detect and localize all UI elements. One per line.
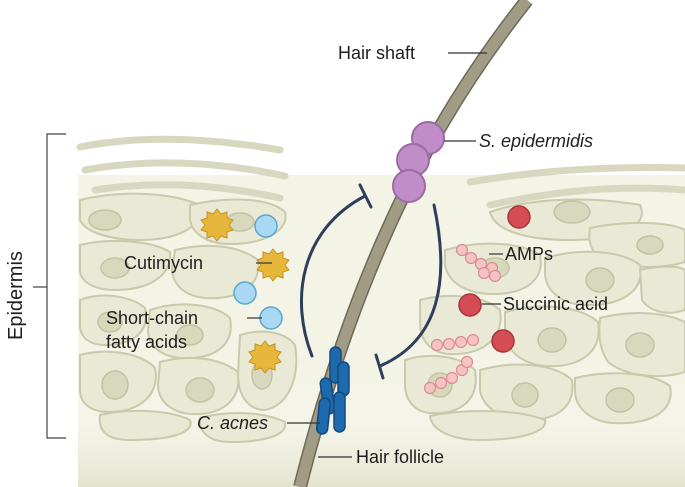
c-acnes-rod (333, 391, 346, 433)
c-acnes-rod (337, 361, 350, 397)
c-acnes-label: C. acnes (197, 413, 268, 433)
s-epidermidis-label: S. epidermidis (479, 131, 593, 151)
s-epidermidis-coccus (392, 169, 426, 203)
epidermis-label: Epidermis (5, 251, 27, 340)
leader-lines (247, 52, 503, 458)
inhibition-bar-bottom (374, 353, 385, 380)
hair-shaft-label: Hair shaft (338, 43, 415, 63)
cutimycin-icon (256, 248, 290, 282)
succinic-acid-icon (458, 293, 482, 317)
succinic-acid-icon (491, 329, 515, 353)
succinic-acid-label: Succinic acid (503, 294, 608, 314)
s-epidermidis-cluster (392, 121, 445, 203)
s-epidermidis-inhibits-c-acnes-arrow (378, 203, 443, 368)
amp-chain-icon (430, 333, 480, 352)
cutimycin-label: Cutimycin (124, 253, 203, 273)
amp-chain-icon (423, 355, 474, 395)
scfa-molecules (233, 214, 283, 330)
short-chain-label: Short-chain (106, 308, 198, 328)
cutimycin-icon (248, 340, 282, 374)
inhibition-arrows (300, 183, 443, 380)
amps-label: AMPs (505, 244, 553, 264)
cutimycin-molecules (200, 208, 290, 374)
scfa-icon (259, 306, 283, 330)
stratum-corneum-flakes (76, 135, 685, 209)
fatty-acids-label: fatty acids (106, 332, 187, 352)
c-acnes-cluster (315, 346, 350, 435)
succinic-acid-molecules (458, 205, 531, 353)
inhibition-bar-top (358, 183, 373, 209)
amp-chains (423, 243, 502, 395)
scfa-icon (233, 281, 257, 305)
c-acnes-rod (315, 397, 332, 435)
nuclei-left (88, 209, 273, 403)
succinic-acid-icon (507, 205, 531, 229)
hair-follicle-label: Hair follicle (356, 447, 444, 467)
epidermis-bracket (33, 133, 66, 439)
cutimycin-icon (200, 208, 234, 242)
c-acnes-inhibits-s-epidermidis-arrow (300, 194, 367, 358)
amp-chain-icon (455, 243, 502, 283)
scfa-icon (254, 214, 278, 238)
